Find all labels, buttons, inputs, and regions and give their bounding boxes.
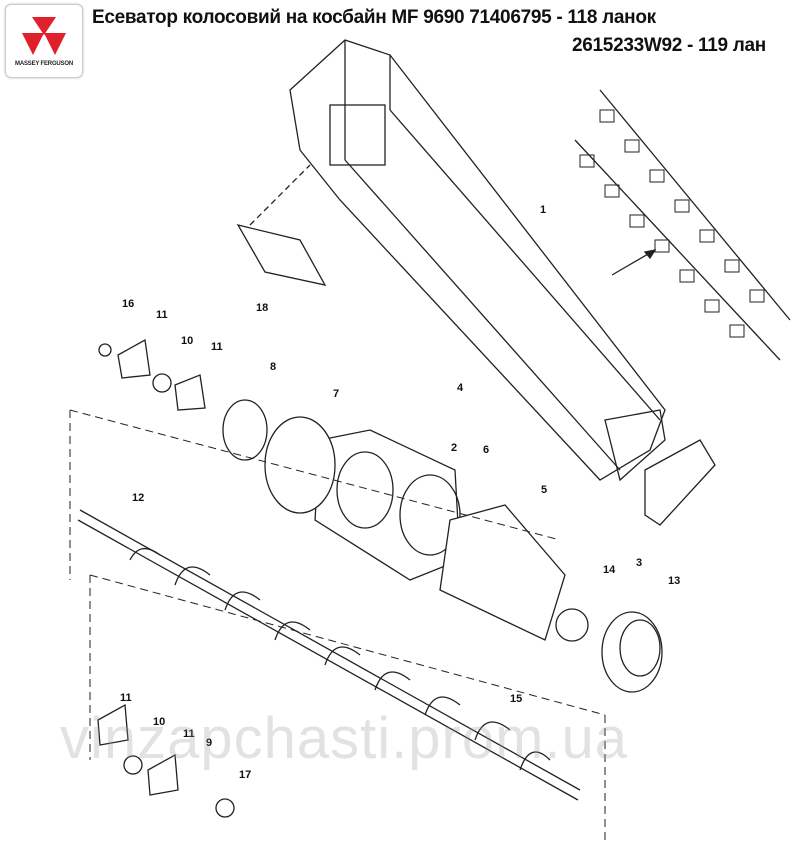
callout-12: 12 — [132, 492, 144, 504]
watermark: vinzapchasti.prom.ua — [60, 706, 629, 771]
bracket — [236, 224, 327, 286]
callout-9: 9 — [206, 737, 212, 749]
cover-shield — [439, 504, 566, 641]
callout-11: 11 — [211, 341, 223, 353]
callout-11: 11 — [183, 728, 195, 740]
callout-11: 11 — [120, 692, 132, 704]
callout-2: 2 — [451, 442, 457, 454]
callout-17: 17 — [239, 769, 251, 781]
callout-5: 5 — [541, 484, 547, 496]
callout-15: 15 — [510, 693, 522, 705]
callout-10: 10 — [153, 716, 165, 728]
callout-3: 3 — [636, 557, 642, 569]
bearing-plate — [222, 399, 268, 461]
callout-6: 6 — [483, 444, 489, 456]
callout-16: 16 — [122, 298, 134, 310]
gasket — [264, 416, 336, 514]
housing — [314, 429, 461, 581]
callout-13: 13 — [668, 575, 680, 587]
callout-10: 10 — [181, 335, 193, 347]
callout-11: 11 — [156, 309, 168, 321]
callout-7: 7 — [333, 388, 339, 400]
title-line-1: Есеватор колосовий на косбайн MF 9690 71… — [92, 7, 656, 28]
elevator-tube — [289, 39, 666, 482]
callout-1: 1 — [540, 204, 546, 216]
title-line-2: 2615233W92 - 119 лан — [572, 35, 766, 56]
logo-text: MASSEY FERGUSON — [15, 61, 73, 67]
callout-4: 4 — [457, 382, 464, 394]
chain — [574, 89, 791, 361]
massey-ferguson-logo: MASSEY FERGUSON — [5, 4, 83, 78]
callout-8: 8 — [270, 361, 276, 373]
triple-triangle-icon — [22, 17, 66, 55]
callout-18: 18 — [256, 302, 268, 314]
auger — [77, 509, 581, 801]
callout-14: 14 — [603, 564, 616, 576]
